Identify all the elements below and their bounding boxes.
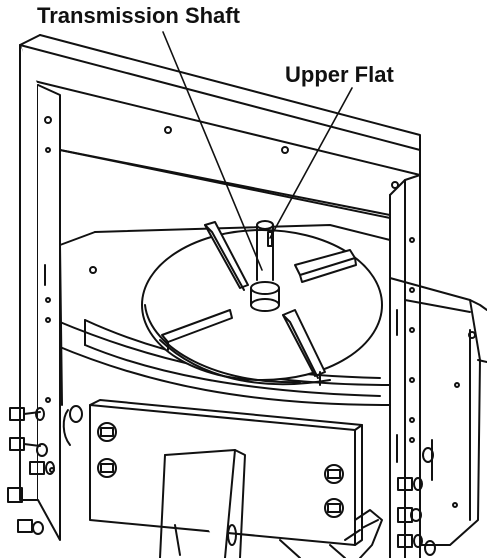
hydraulic-fittings xyxy=(62,405,383,558)
left-bolts xyxy=(7,407,55,535)
leader-lines xyxy=(162,31,353,271)
gearbox-arm xyxy=(159,449,246,558)
leader-line-upper-flat xyxy=(269,87,353,239)
label-transmission-shaft: Transmission Shaft xyxy=(37,3,240,28)
label-upper-flat: Upper Flat xyxy=(285,62,394,87)
left-upright xyxy=(19,44,61,541)
transmission-shaft xyxy=(250,220,280,312)
right-bolts xyxy=(397,447,436,556)
leader-line-transmission-shaft xyxy=(162,31,263,271)
right-upright xyxy=(389,174,421,558)
spinner-vanes xyxy=(161,221,357,386)
